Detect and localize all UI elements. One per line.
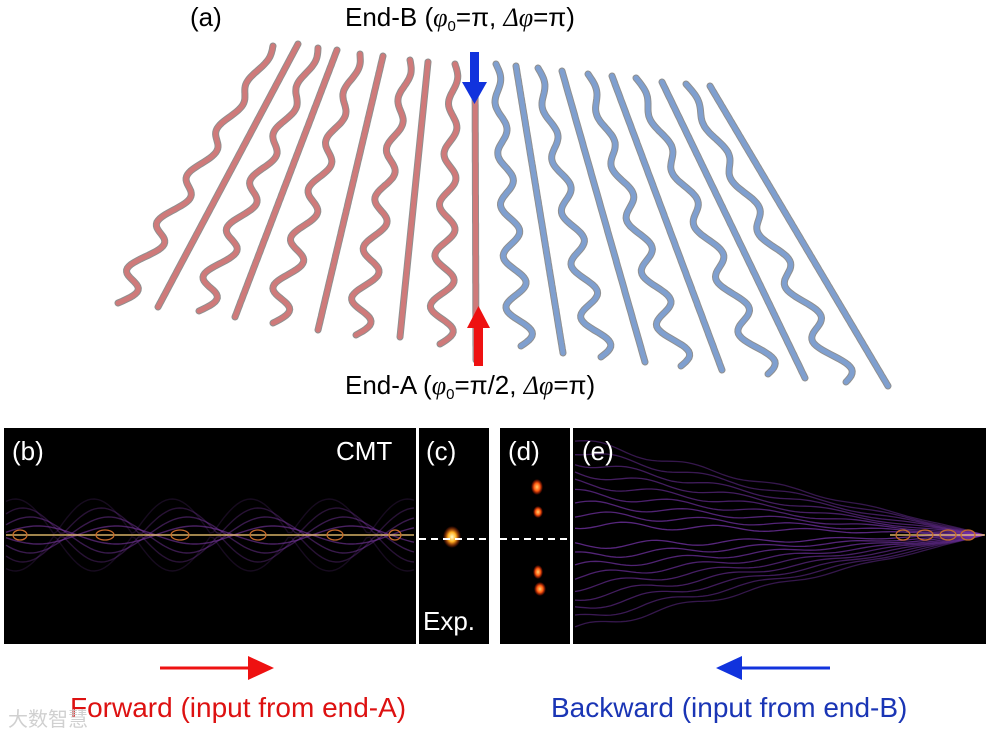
straight-waveguide	[232, 47, 340, 320]
diffraction-trace	[574, 534, 985, 602]
beam-ring	[95, 529, 115, 541]
side-lobe-trace	[5, 516, 415, 536]
side-lobe-trace	[5, 535, 415, 572]
beam-ring	[895, 529, 911, 541]
panel-d-spot	[531, 479, 543, 495]
side-lobe-trace	[5, 498, 415, 535]
waveguide-shadow	[195, 44, 322, 315]
beam-ring	[326, 529, 344, 541]
curved-waveguide	[492, 61, 535, 349]
end-b-dphi: Δφ	[503, 3, 534, 32]
panel-b-tag: CMT	[336, 436, 392, 466]
panel-a-label: (a)	[190, 2, 222, 32]
beam-ring	[388, 529, 402, 541]
beam-ring	[960, 529, 976, 541]
end-a-phi0-value: =π/2,	[454, 370, 524, 400]
curved-waveguide	[270, 51, 363, 326]
panel-d-label: (d)	[508, 436, 540, 466]
diffraction-trace	[574, 471, 985, 536]
curved-waveguide	[115, 43, 276, 306]
diffraction-trace	[574, 478, 985, 536]
panel-c-label: (c)	[426, 436, 456, 466]
diffraction-trace	[574, 534, 985, 567]
forward-arrow	[160, 656, 274, 680]
straight-waveguide	[513, 63, 566, 356]
beam-ring	[170, 529, 190, 541]
end-b-phi: φ	[433, 3, 448, 32]
panel-d: (d)	[500, 428, 570, 644]
curved-waveguide	[349, 57, 414, 338]
diffraction-trace	[574, 534, 985, 616]
panel-c: (c) Exp.	[419, 428, 489, 644]
straight-waveguide	[559, 68, 648, 365]
end-b-arrow	[462, 52, 487, 104]
panel-d-spot	[534, 582, 546, 596]
end-a-arrow	[467, 306, 490, 366]
curved-waveguide	[633, 75, 778, 377]
diffraction-trace	[574, 534, 985, 593]
curved-waveguide	[427, 61, 461, 347]
end-b-phi0-value: =π,	[455, 2, 504, 32]
end-a-prefix: End-A (	[345, 370, 432, 400]
panel-c-tag: Exp.	[423, 606, 475, 636]
straight-waveguide	[155, 41, 301, 310]
straight-waveguide	[659, 79, 808, 381]
panel-b-label: (b)	[12, 436, 44, 466]
end-b-label: End-B (φ0=π, Δφ=π)	[345, 4, 575, 34]
side-lobe-trace	[5, 507, 415, 536]
curved-waveguide	[585, 71, 693, 369]
diffraction-trace	[574, 453, 985, 536]
curved-waveguide	[535, 65, 614, 360]
end-a-dphi-value: =π)	[553, 370, 596, 400]
straight-waveguide	[707, 83, 891, 389]
end-b-dphi-value: =π)	[533, 2, 575, 32]
curved-waveguide	[683, 81, 855, 385]
backward-arrow	[716, 656, 830, 680]
diffraction-trace	[574, 464, 985, 536]
beam-ring	[916, 529, 934, 541]
panel-b: (b) CMT	[4, 428, 416, 644]
forward-caption: Forward (input from end-A)	[70, 692, 407, 723]
diffraction-trace	[574, 534, 985, 628]
end-a-sub: 0	[446, 386, 455, 403]
straight-waveguide	[315, 53, 386, 333]
straight-waveguide	[397, 59, 431, 340]
diffraction-trace	[574, 440, 985, 536]
end-a-dphi: Δφ	[523, 371, 554, 400]
side-lobe-trace	[5, 534, 415, 563]
diffraction-trace	[574, 534, 985, 558]
end-a-label: End-A (φ0=π/2, Δφ=π)	[345, 372, 595, 402]
diffraction-trace	[574, 534, 985, 609]
diffraction-trace	[574, 511, 985, 536]
diffraction-trace	[574, 534, 985, 580]
beam-ring	[939, 529, 957, 541]
end-b-prefix: End-B (	[345, 2, 434, 32]
curved-waveguide	[196, 45, 321, 314]
panel-e: (e)	[573, 428, 986, 644]
watermark-logo: 大数智慧	[8, 709, 88, 731]
straight-waveguide	[609, 73, 725, 373]
waveguide-array	[114, 40, 892, 390]
panel-d-spot	[533, 565, 543, 579]
side-lobe-trace	[5, 534, 415, 554]
panel-b-propagation-pattern	[5, 498, 415, 572]
panel-c-output-spot	[443, 526, 461, 548]
diffraction-trace	[574, 521, 985, 536]
end-b-sub: 0	[447, 18, 456, 35]
panel-e-label: (e)	[582, 436, 614, 466]
straight-waveguide	[472, 55, 479, 363]
diffraction-trace	[574, 500, 985, 536]
beam-ring	[249, 529, 267, 541]
panel-e-propagation-pattern	[574, 440, 985, 628]
panel-d-spot	[533, 506, 543, 518]
beam-ring	[12, 529, 28, 541]
end-a-phi: φ	[431, 371, 447, 400]
backward-caption: Backward (input from end-B)	[551, 692, 908, 723]
diffraction-trace	[574, 488, 985, 536]
